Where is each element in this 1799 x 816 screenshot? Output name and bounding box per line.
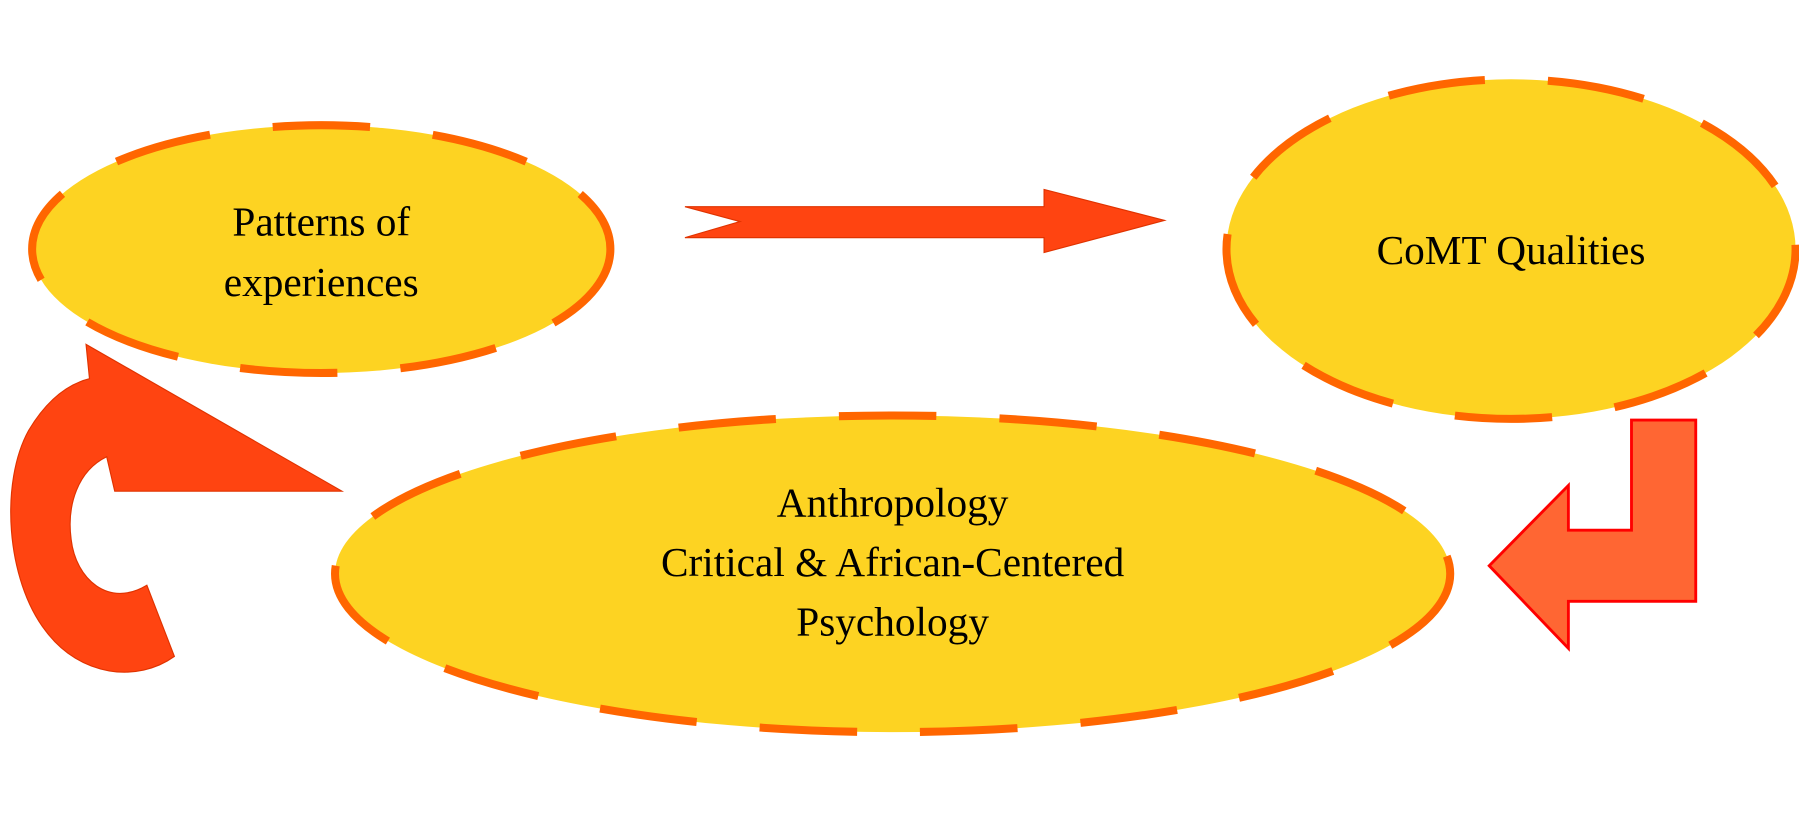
node-patterns-line1: Patterns of [232, 198, 410, 244]
node-anthro-line3: Psychology [796, 599, 989, 645]
node-comt-ellipse [1222, 75, 1799, 423]
right-arrow-icon [684, 188, 1167, 254]
bent-arrow-icon [1487, 418, 1698, 652]
node-anthro-line2: Critical & African-Centered [661, 539, 1125, 585]
node-anthro-ellipse [331, 411, 1455, 737]
node-patterns-ellipse [28, 121, 615, 378]
node-anthro-line1: Anthropology [777, 479, 1009, 525]
node-patterns-line2: experiences [224, 259, 419, 305]
node-comt-label: CoMT Qualities [1377, 227, 1646, 273]
curved-arrow-icon [10, 343, 345, 673]
